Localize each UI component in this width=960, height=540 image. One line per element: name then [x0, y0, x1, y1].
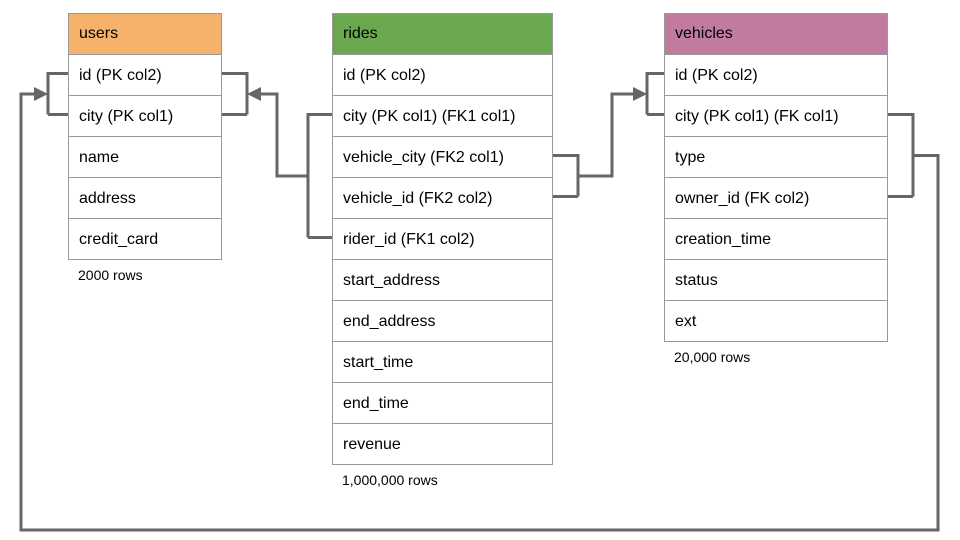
table-row: id (PK col2)	[665, 54, 887, 95]
fk2-arrowhead-icon	[633, 87, 647, 101]
table-row: id (PK col2)	[69, 54, 221, 95]
table-row: end_address	[333, 300, 552, 341]
table-row: ext	[665, 300, 887, 341]
fk-connector-vehicles-to-users	[19, 72, 940, 532]
table-row: creation_time	[665, 218, 887, 259]
vehicles-left-bracket	[645, 72, 664, 116]
row-count-label: 2000 rows	[78, 267, 143, 283]
table-row: vehicle_id (FK2 col2)	[333, 177, 552, 218]
fk1-arrowhead-icon	[247, 87, 261, 101]
table-row: start_address	[333, 259, 552, 300]
table-row: end_time	[333, 382, 552, 423]
table-row: credit_card	[69, 218, 221, 259]
users-left-bracket	[46, 72, 68, 116]
users-right-bracket	[222, 72, 249, 116]
table-users: users id (PK col2) city (PK col1) name a…	[68, 13, 222, 283]
fk1-connector-rides-to-users	[222, 72, 332, 239]
table-row: name	[69, 136, 221, 177]
table-users-header: users	[69, 14, 221, 54]
table-row: address	[69, 177, 221, 218]
table-rides-header: rides	[333, 14, 552, 54]
fk1-line	[260, 92, 332, 239]
table-row: start_time	[333, 341, 552, 382]
table-row: status	[665, 259, 887, 300]
fk2-connector-rides-to-vehicles	[553, 72, 664, 198]
table-row: city (PK col1) (FK col1)	[665, 95, 887, 136]
table-row: id (PK col2)	[333, 54, 552, 95]
fk-line	[19, 92, 940, 532]
table-row: type	[665, 136, 887, 177]
table-rides: rides id (PK col2) city (PK col1) (FK1 c…	[332, 13, 553, 488]
table-row: revenue	[333, 423, 552, 464]
table-row: city (PK col1)	[69, 95, 221, 136]
row-count-label: 1,000,000 rows	[342, 472, 438, 488]
table-row: city (PK col1) (FK1 col1)	[333, 95, 552, 136]
fk2-line	[553, 92, 634, 198]
table-vehicles-header: vehicles	[665, 14, 887, 54]
row-count-label: 20,000 rows	[674, 349, 751, 365]
table-row: rider_id (FK1 col2)	[333, 218, 552, 259]
table-row: vehicle_city (FK2 col1)	[333, 136, 552, 177]
fk-arrowhead-icon	[34, 87, 48, 101]
table-row: owner_id (FK col2)	[665, 177, 887, 218]
table-vehicles: vehicles id (PK col2) city (PK col1) (FK…	[664, 13, 888, 365]
